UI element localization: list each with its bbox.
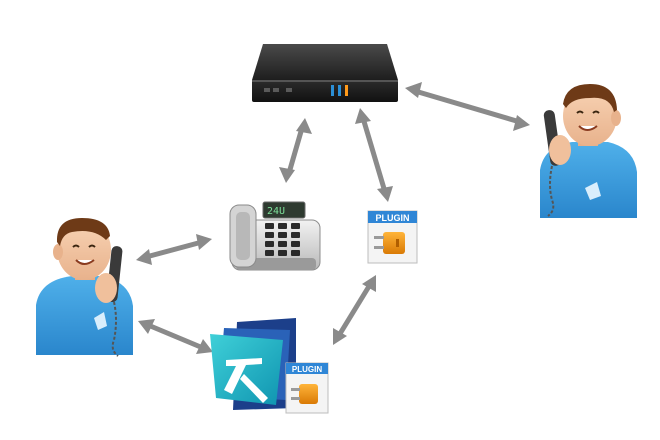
desk-phone-icon: 24U [229,201,321,271]
arrow-server-plugin [355,108,393,202]
arrow-left-person-desk-phone [136,234,212,265]
arrow-left-person-filemaker [138,319,213,354]
left-person-avatar [36,218,133,357]
server-leds-icon [331,85,348,96]
arrow-server-desk-phone [279,118,312,183]
hammer-icon [224,358,262,394]
right-person-avatar [540,84,637,218]
phone-keypad [265,223,300,256]
arrow-filemaker-plugin [333,275,376,345]
wrench-icon [240,374,268,403]
plugin-badge-label: PLUGIN [375,213,409,223]
phone-display-text: 24U [267,206,285,217]
server-box [252,44,398,102]
fm-plugin-badge-label: PLUGIN [292,365,322,374]
arrows [136,82,530,354]
plugin-icon: PLUGIN [367,210,418,264]
server-ports-icon [264,88,292,92]
filemaker-app-icon [210,318,296,410]
arrow-server-right-person [405,82,530,131]
filemaker-plugin-badge: PLUGIN [285,362,329,414]
